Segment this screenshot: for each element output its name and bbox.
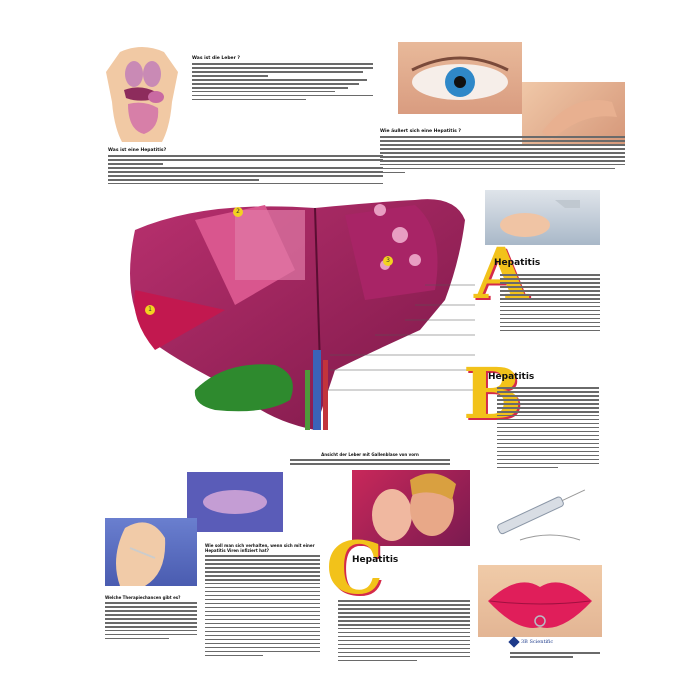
hepatitis-what-heading: Was ist eine Hepatitis? bbox=[108, 148, 167, 153]
liver-illustration bbox=[130, 199, 475, 430]
eye-image bbox=[398, 42, 522, 114]
hand-massage-image bbox=[522, 82, 625, 144]
publisher-logo: 3B Scientific bbox=[508, 636, 554, 648]
logo-mark-icon bbox=[508, 636, 520, 648]
liver-what-section: Was ist die Leber ? bbox=[192, 56, 382, 101]
symptoms-body bbox=[380, 136, 625, 174]
handwashing-image bbox=[485, 190, 600, 245]
therapy-section: Welche Therapiechancen gibt es? bbox=[105, 595, 197, 640]
therapy-heading: Welche Therapiechancen gibt es? bbox=[105, 595, 181, 600]
symptoms-heading: Wie äußert sich eine Hepatitis ? bbox=[380, 129, 461, 134]
syringe-image bbox=[480, 470, 600, 555]
liver-view-heading: Ansicht der Leber mit Gallenblase von vo… bbox=[321, 452, 419, 457]
torso-organs-illustration bbox=[106, 47, 178, 142]
lips-image bbox=[478, 565, 602, 637]
hepatitis-a-letter: A bbox=[474, 232, 529, 315]
injection-image bbox=[105, 518, 197, 586]
hepatitis-b-body bbox=[497, 385, 599, 469]
hepatitis-c-letter: C bbox=[326, 525, 384, 610]
publisher-info bbox=[510, 650, 600, 658]
behaviour-heading: Wie soll man sich verhalten, wenn sich m… bbox=[205, 543, 315, 553]
hepatitis-a-body bbox=[500, 272, 600, 332]
hepatitis-what-body bbox=[108, 155, 383, 185]
liver-view-caption: Ansicht der Leber mit Gallenblase von vo… bbox=[290, 452, 450, 465]
liver-what-body bbox=[192, 63, 382, 101]
behaviour-section: Wie soll man sich verhalten, wenn sich m… bbox=[205, 543, 320, 657]
liver-what-heading: Was ist die Leber ? bbox=[192, 56, 240, 61]
liver-marker-3: 3 bbox=[383, 256, 393, 266]
logo-text: 3B Scientific bbox=[521, 639, 554, 645]
kissing-couple-image bbox=[352, 470, 470, 546]
condom-image bbox=[187, 472, 283, 532]
liver-marker-2: 2 bbox=[233, 207, 243, 217]
hepatitis-c-title: Hepatitis bbox=[352, 555, 399, 565]
hepatitis-a-title: Hepatitis bbox=[494, 258, 541, 268]
hepatitis-b-letter: B bbox=[463, 352, 523, 435]
hepatitis-what-section: Was ist eine Hepatitis? bbox=[108, 148, 383, 185]
symptoms-section: Wie äußert sich eine Hepatitis ? bbox=[380, 129, 625, 174]
liver-marker-1: 1 bbox=[145, 305, 155, 315]
hepatitis-c-body bbox=[338, 598, 470, 662]
hepatitis-b-title: Hepatitis bbox=[488, 372, 535, 382]
liver-view-body bbox=[290, 459, 450, 465]
